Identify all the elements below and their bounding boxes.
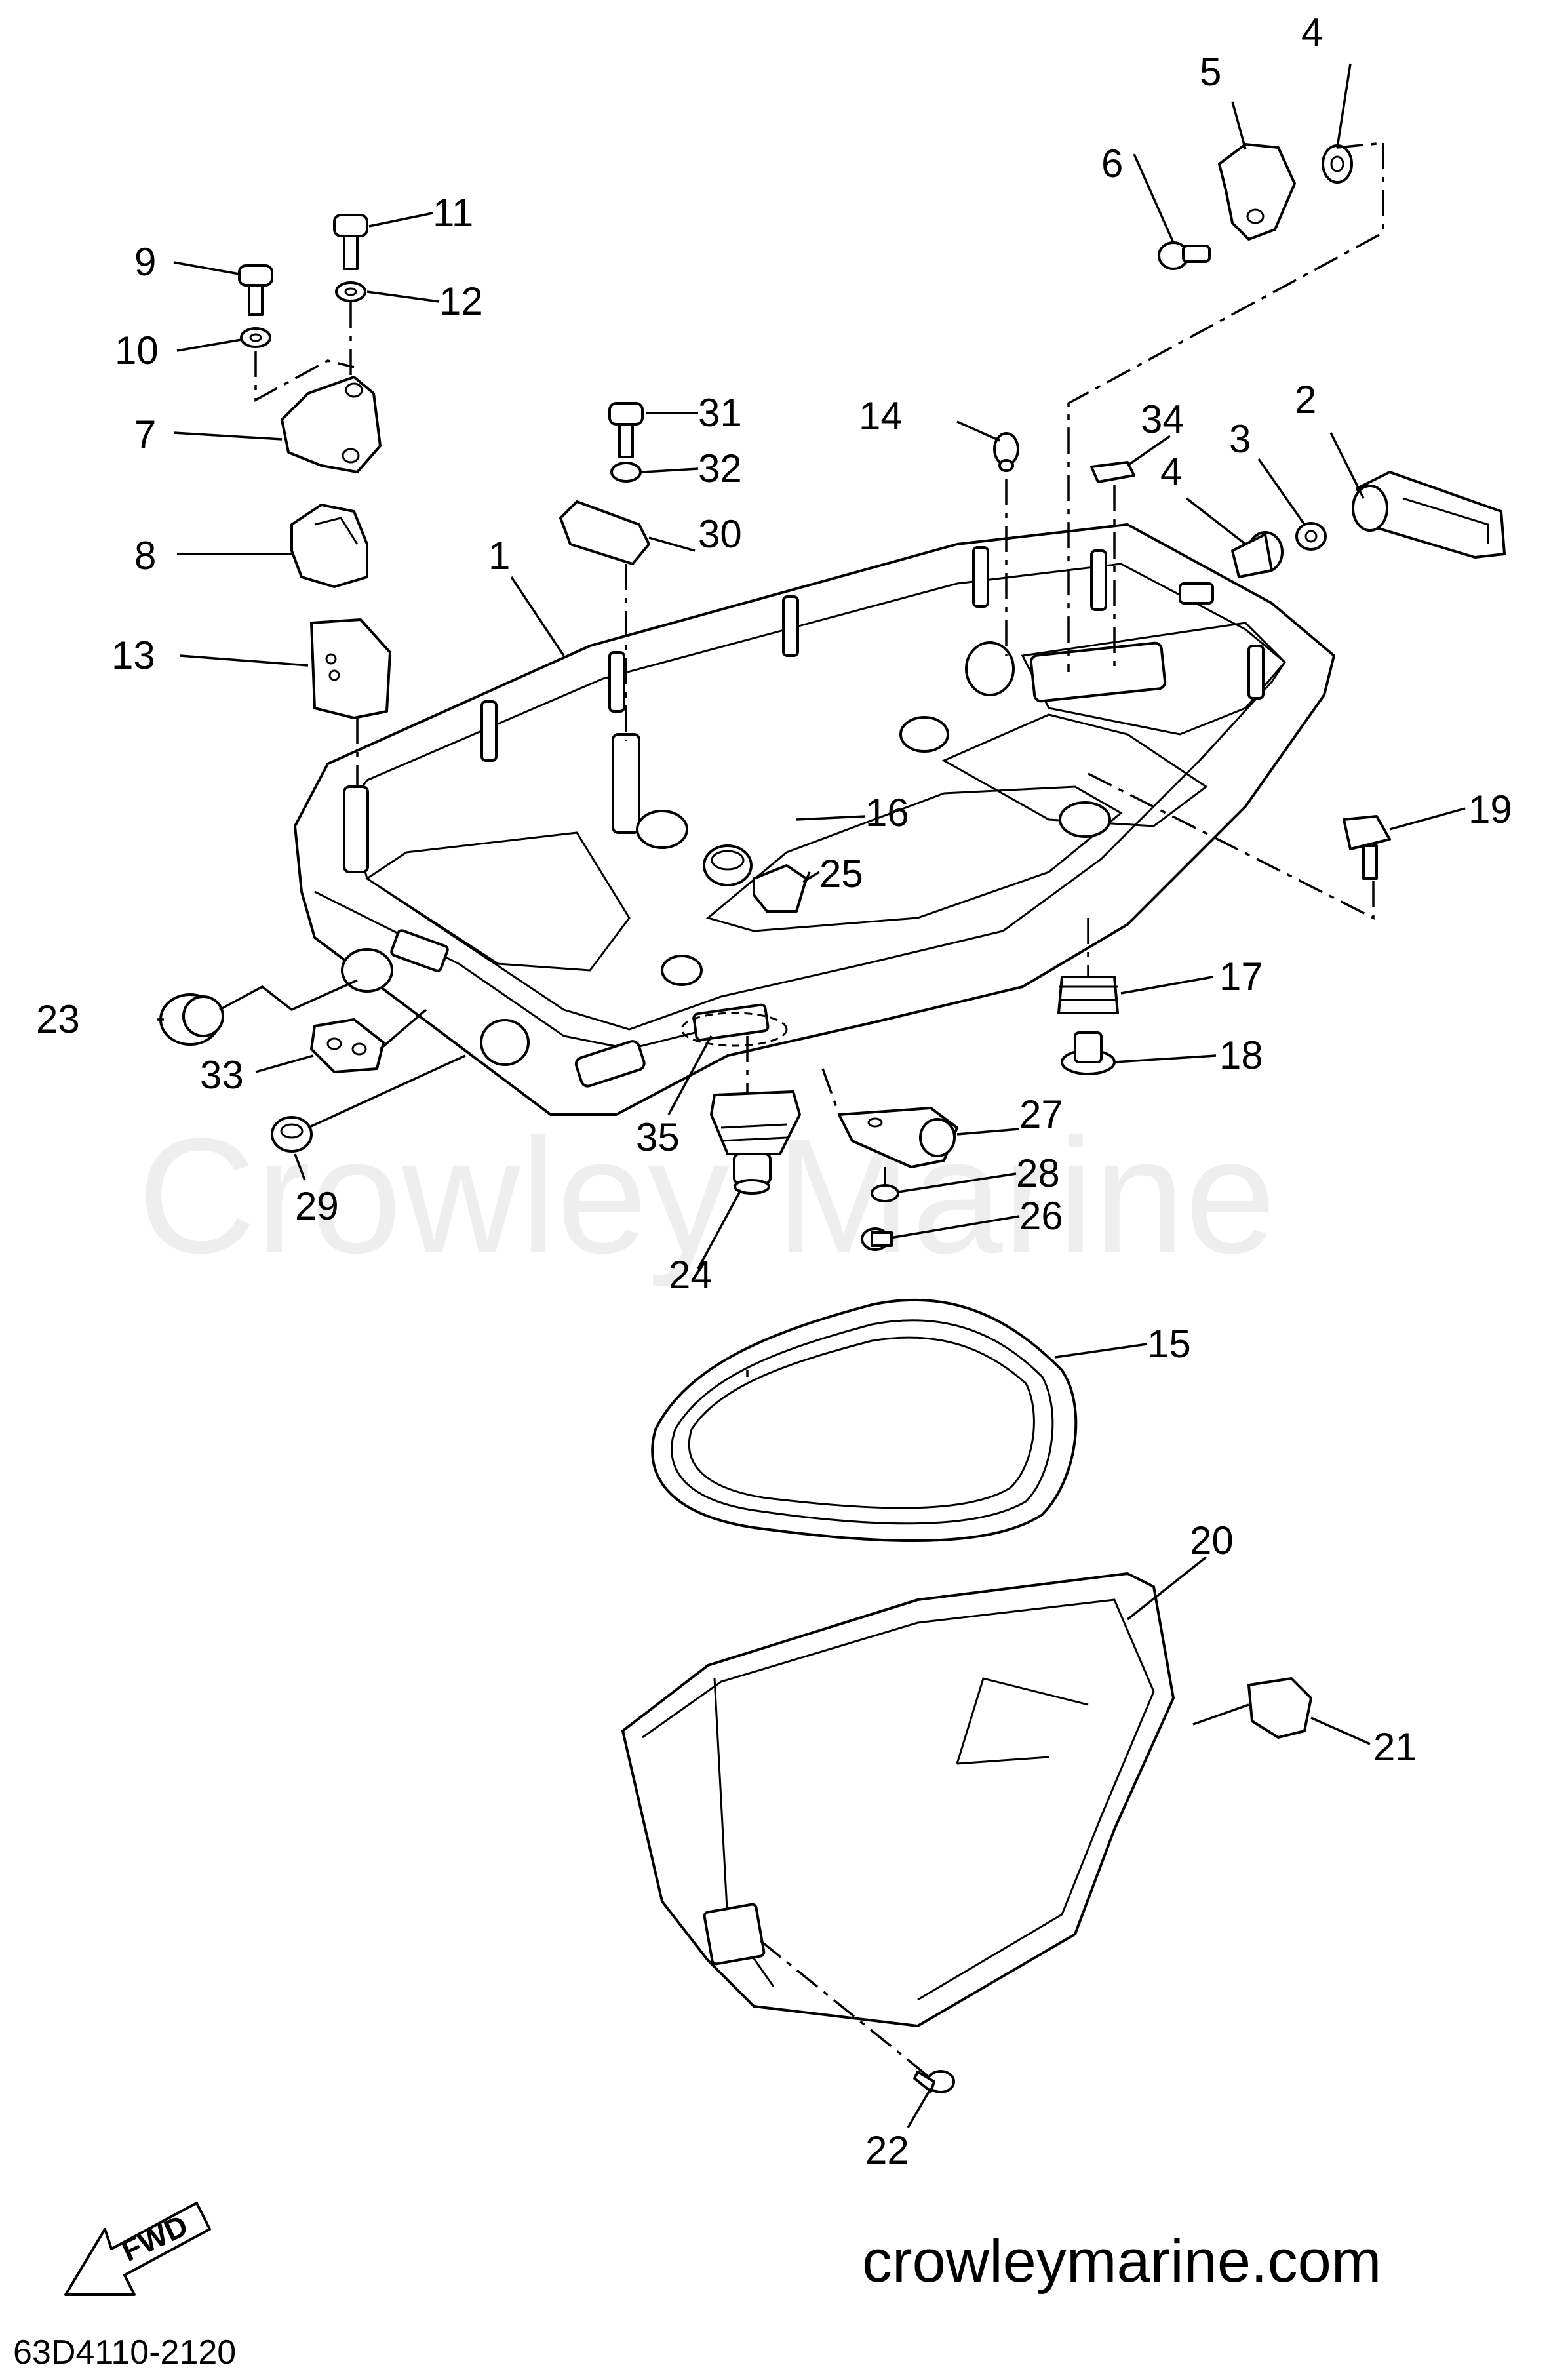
- bracket-part-5[interactable]: [1218, 143, 1296, 241]
- callout-19: 19: [1468, 787, 1512, 831]
- callout-6: 6: [1101, 142, 1123, 186]
- callout-26: 26: [1019, 1194, 1063, 1238]
- seal-part-15[interactable]: [651, 1298, 1078, 1542]
- callout-29: 29: [295, 1184, 339, 1228]
- bolt-part-31[interactable]: [608, 402, 644, 458]
- bracket-part-27[interactable]: [838, 1107, 958, 1168]
- grommet-part-14[interactable]: [993, 432, 1019, 472]
- website-text[interactable]: crowleymarine.com: [862, 2228, 1381, 2295]
- washer-part-28[interactable]: [871, 1184, 899, 1202]
- washer-part-32[interactable]: [610, 462, 642, 483]
- callout-18: 18: [1219, 1033, 1263, 1077]
- callout-4-lower: 4: [1160, 450, 1182, 494]
- bolt-part-11[interactable]: [333, 214, 368, 270]
- callout-2: 2: [1295, 378, 1316, 422]
- callout-15: 15: [1147, 1322, 1191, 1366]
- bushing-part-4-upper[interactable]: [1322, 144, 1353, 184]
- screw-part-26[interactable]: [861, 1227, 893, 1251]
- alignment-lines: [254, 142, 1384, 2080]
- callout-8: 8: [134, 534, 156, 578]
- callout-16: 16: [865, 791, 909, 835]
- callout-3: 3: [1229, 417, 1251, 461]
- callout-labels: 4 5 6 11 9 12 10 7 31 14 34 2 3 32 4 30 …: [36, 10, 1512, 2172]
- clip-part-21[interactable]: [1247, 1677, 1312, 1739]
- callout-35: 35: [636, 1115, 680, 1159]
- callout-5: 5: [1200, 50, 1221, 94]
- bolt-part-9[interactable]: [238, 264, 273, 316]
- fitting-part-16[interactable]: [703, 844, 753, 886]
- bar-part-30[interactable]: [559, 500, 650, 565]
- callout-32: 32: [698, 446, 742, 490]
- lower-cover-part-20[interactable]: [621, 1572, 1175, 2027]
- cap-part-23[interactable]: [159, 993, 224, 1046]
- callout-1: 1: [488, 534, 510, 578]
- callout-22: 22: [865, 2128, 909, 2172]
- clip-part-25[interactable]: [753, 864, 808, 913]
- callout-12: 12: [439, 279, 483, 323]
- cam-bracket-part-7[interactable]: [281, 376, 382, 473]
- diagram-code: 63D4110-2120: [13, 2333, 236, 2371]
- washer-part-12[interactable]: [335, 281, 366, 302]
- callout-4-upper: 4: [1301, 10, 1323, 54]
- damper-block-part-13[interactable]: [310, 618, 391, 719]
- callout-7: 7: [134, 412, 156, 456]
- callout-13: 13: [111, 633, 155, 677]
- callout-28: 28: [1016, 1151, 1060, 1195]
- label-part-34[interactable]: [1090, 461, 1135, 483]
- block-part-8[interactable]: [290, 504, 368, 588]
- fwd-arrow: FWD: [64, 2202, 211, 2296]
- callout-17: 17: [1219, 955, 1263, 999]
- callout-23: 23: [36, 997, 80, 1041]
- lever-handle-part-2[interactable]: [1352, 471, 1506, 559]
- grommet-part-29[interactable]: [271, 1116, 313, 1153]
- grommet-part-17[interactable]: [1057, 976, 1119, 1014]
- callout-27: 27: [1019, 1092, 1063, 1136]
- callout-21: 21: [1373, 1725, 1417, 1769]
- callout-25: 25: [819, 852, 863, 896]
- watermark-text: Crowley Marine: [138, 1104, 1276, 1287]
- callout-10: 10: [115, 328, 159, 372]
- bolt-part-6[interactable]: [1158, 241, 1211, 270]
- screw-part-22[interactable]: [913, 2070, 955, 2093]
- leader-lines: [157, 63, 1466, 2128]
- collar-part-18[interactable]: [1061, 1031, 1116, 1075]
- callout-24: 24: [669, 1253, 713, 1297]
- callout-34: 34: [1141, 397, 1185, 441]
- callout-9: 9: [134, 240, 156, 284]
- callout-33: 33: [200, 1053, 244, 1097]
- callout-31: 31: [698, 391, 742, 435]
- washer-part-10[interactable]: [240, 327, 271, 348]
- callout-14: 14: [859, 394, 903, 438]
- washer-part-3[interactable]: [1295, 522, 1327, 551]
- callout-11: 11: [433, 191, 473, 235]
- bushing-part-4-lower[interactable]: [1231, 531, 1284, 578]
- drain-plug-part-24[interactable]: [710, 1090, 801, 1195]
- bolt-part-19[interactable]: [1343, 815, 1391, 880]
- callout-20: 20: [1190, 1518, 1234, 1562]
- callout-30: 30: [698, 512, 742, 556]
- bushing-part-33[interactable]: [310, 1018, 385, 1073]
- decal-part-35[interactable]: [680, 1012, 788, 1047]
